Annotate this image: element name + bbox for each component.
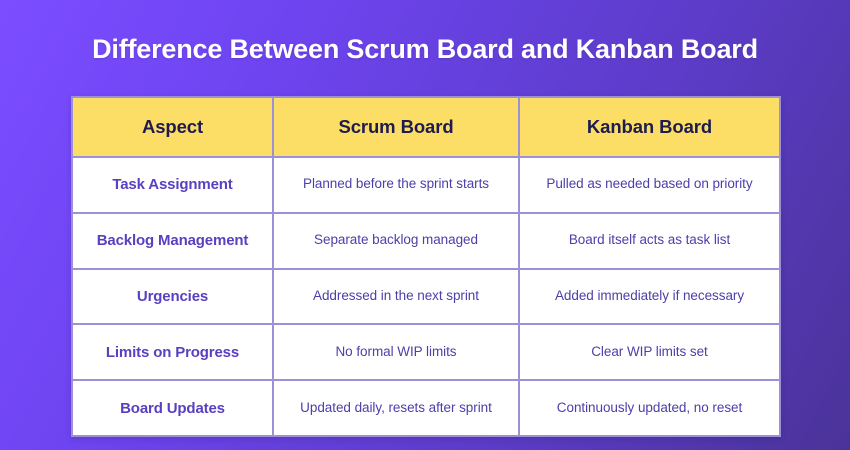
- table-row: Task Assignment Planned before the sprin…: [71, 156, 781, 214]
- cell-kanban: Added immediately if necessary: [518, 267, 781, 326]
- cell-aspect: Board Updates: [71, 379, 274, 437]
- column-header-scrum-board: Scrum Board: [272, 96, 520, 158]
- table-body: Task Assignment Planned before the sprin…: [71, 156, 781, 437]
- table-row: Backlog Management Separate backlog mana…: [71, 211, 781, 270]
- cell-aspect: Urgencies: [71, 267, 274, 326]
- table-header: Aspect Scrum Board Kanban Board: [71, 96, 781, 158]
- cell-scrum: Addressed in the next sprint: [272, 267, 520, 326]
- comparison-table-container: Aspect Scrum Board Kanban Board Task Ass…: [71, 96, 781, 437]
- cell-kanban: Board itself acts as task list: [518, 211, 781, 270]
- cell-kanban: Pulled as needed based on priority: [518, 156, 781, 214]
- table-row: Board Updates Updated daily, resets afte…: [71, 379, 781, 437]
- column-header-aspect: Aspect: [71, 96, 274, 158]
- cell-scrum: Updated daily, resets after sprint: [272, 379, 520, 437]
- comparison-table: Aspect Scrum Board Kanban Board Task Ass…: [71, 96, 781, 437]
- cell-aspect: Backlog Management: [71, 211, 274, 270]
- cell-scrum: Separate backlog managed: [272, 211, 520, 270]
- cell-kanban: Continuously updated, no reset: [518, 379, 781, 437]
- cell-aspect: Task Assignment: [71, 156, 274, 214]
- table-row: Limits on Progress No formal WIP limits …: [71, 323, 781, 382]
- cell-scrum: No formal WIP limits: [272, 323, 520, 382]
- table-header-row: Aspect Scrum Board Kanban Board: [71, 96, 781, 158]
- cell-kanban: Clear WIP limits set: [518, 323, 781, 382]
- table-row: Urgencies Addressed in the next sprint A…: [71, 267, 781, 326]
- page-title: Difference Between Scrum Board and Kanba…: [92, 34, 758, 64]
- cell-scrum: Planned before the sprint starts: [272, 156, 520, 214]
- cell-aspect: Limits on Progress: [71, 323, 274, 382]
- column-header-kanban-board: Kanban Board: [518, 96, 781, 158]
